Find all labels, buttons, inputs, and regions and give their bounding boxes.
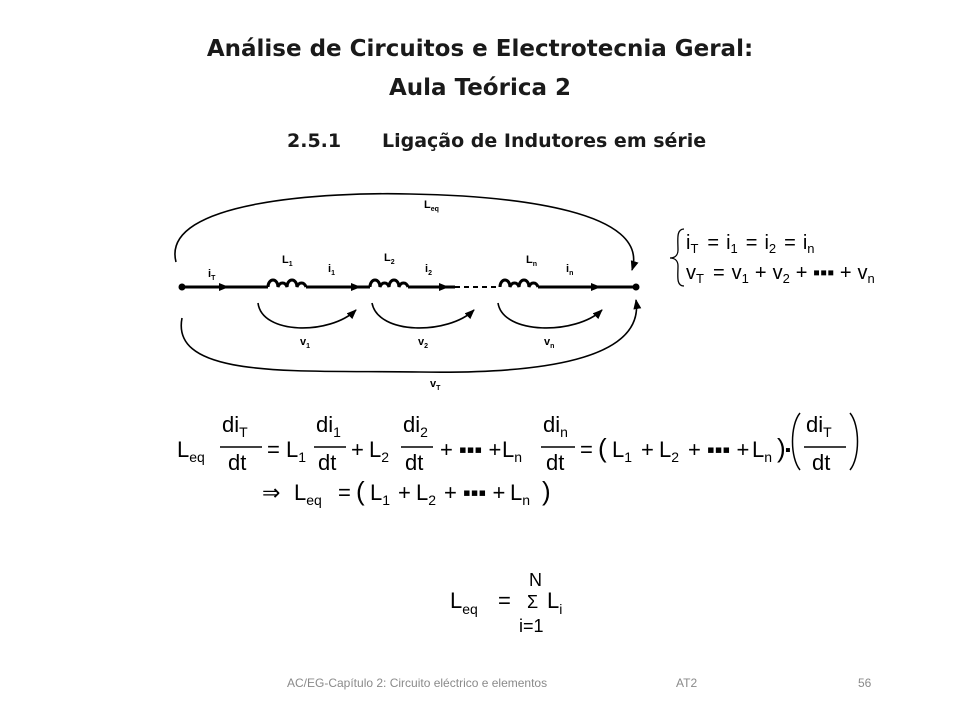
svg-text:L1: L1 xyxy=(612,437,632,465)
summation-equation: Leq = Σ Li N i=1 xyxy=(450,570,562,636)
svg-text:dt: dt xyxy=(546,450,564,475)
footer-lecture: AT2 xyxy=(676,676,698,690)
section-title: Ligação de Indutores em série xyxy=(382,130,707,152)
eq-equals-1: = xyxy=(267,437,280,462)
voltage-label-2: v2 xyxy=(418,336,428,350)
voltage-arc-1 xyxy=(257,302,357,329)
current-label-2: i2 xyxy=(425,263,432,277)
section-heading: 2.5.1 Ligação de Indutores em série xyxy=(287,130,706,152)
inductor-coil-1 xyxy=(266,278,308,288)
svg-text:+ ▪▪▪ +: + ▪▪▪ + xyxy=(688,437,749,462)
svg-text:⇒: ⇒ xyxy=(262,480,280,505)
svg-text:din: din xyxy=(543,412,568,440)
terminal-left xyxy=(178,283,186,291)
inductor-coil-2 xyxy=(368,278,410,288)
total-voltage-arc xyxy=(180,299,642,373)
svg-text:L2: L2 xyxy=(416,480,436,508)
svg-text:di2: di2 xyxy=(403,412,428,440)
svg-text:+ ▪▪▪ +: + ▪▪▪ + xyxy=(440,437,501,462)
svg-text:di1: di1 xyxy=(316,412,341,440)
footer-chapter: AC/EG-Capítulo 2: Circuito eléctrico e e… xyxy=(287,676,548,690)
svg-text:L1: L1 xyxy=(370,480,390,508)
svg-text:): ) xyxy=(542,476,551,506)
svg-text:(: ( xyxy=(356,476,365,506)
svg-text:N: N xyxy=(529,570,542,590)
equivalent-inductor-label: Leq xyxy=(424,199,439,213)
eq-lhs-numerator: diT xyxy=(222,412,248,440)
svg-text:dt: dt xyxy=(405,450,423,475)
svg-text:=: = xyxy=(498,588,511,613)
slide-title-line2: Aula Teórica 2 xyxy=(388,75,571,101)
svg-text:): ) xyxy=(777,433,786,463)
terminal-right xyxy=(632,283,640,291)
svg-text:(: ( xyxy=(598,433,607,463)
svg-text:+ ▪▪▪ +: + ▪▪▪ + xyxy=(444,480,505,505)
total-current-label: iT xyxy=(208,268,216,282)
inductor-coil-n xyxy=(498,278,540,288)
svg-text:L1: L1 xyxy=(286,437,306,465)
svg-text:Li: Li xyxy=(547,588,562,617)
voltage-arc-2 xyxy=(371,302,475,329)
slide-title-line1: Análise de Circuitos e Electrotecnia Ger… xyxy=(206,36,754,62)
svg-text:Ln: Ln xyxy=(510,480,530,508)
footer-page-number: 56 xyxy=(858,676,872,690)
svg-text:Ln: Ln xyxy=(502,437,522,465)
voltage-arc-n xyxy=(497,302,603,329)
main-equation: Leq diT dt = L1 di1 dt + L2 di2 dt + ▪▪▪… xyxy=(177,412,859,475)
svg-text:Leq: Leq xyxy=(294,480,322,508)
svg-text:Ln: Ln xyxy=(752,437,772,465)
svg-text:=: = xyxy=(580,437,593,462)
system-equation-currents: iT=i1=i2=in xyxy=(686,232,815,256)
result-equation: ⇒ Leq = ( L1 + L2 + ▪▪▪ + Ln ) xyxy=(262,476,551,508)
system-equation-voltages: vT=v1+v2+ ▪▪▪ +vn xyxy=(686,262,875,286)
system-brace xyxy=(669,228,685,287)
voltage-label-n: vn xyxy=(544,336,554,350)
section-number: 2.5.1 xyxy=(287,130,342,152)
svg-text:+: + xyxy=(641,437,654,462)
svg-text:diT: diT xyxy=(806,412,832,440)
svg-text:▪: ▪ xyxy=(785,442,791,459)
eq-lhs-L: Leq xyxy=(177,437,205,465)
svg-text:L2: L2 xyxy=(369,437,389,465)
svg-text:i=1: i=1 xyxy=(519,616,544,636)
inductor-label-2: L2 xyxy=(384,252,395,266)
svg-text:L2: L2 xyxy=(659,437,679,465)
svg-text:Σ: Σ xyxy=(527,592,538,612)
svg-text:dt: dt xyxy=(318,450,336,475)
svg-text:+: + xyxy=(398,480,411,505)
inductor-label-1: L1 xyxy=(282,254,293,268)
voltage-label-1: v1 xyxy=(300,336,310,350)
inductor-label-n: Ln xyxy=(526,254,537,268)
total-voltage-label: vT xyxy=(430,378,441,392)
svg-text:=: = xyxy=(338,480,351,505)
eq-lhs-denominator: dt xyxy=(228,450,246,475)
svg-text:+: + xyxy=(351,437,364,462)
svg-text:dt: dt xyxy=(812,450,830,475)
current-label-n: in xyxy=(566,263,573,277)
current-label-1: i1 xyxy=(328,263,335,277)
svg-text:Leq: Leq xyxy=(450,588,478,617)
equivalent-arc xyxy=(174,192,639,271)
